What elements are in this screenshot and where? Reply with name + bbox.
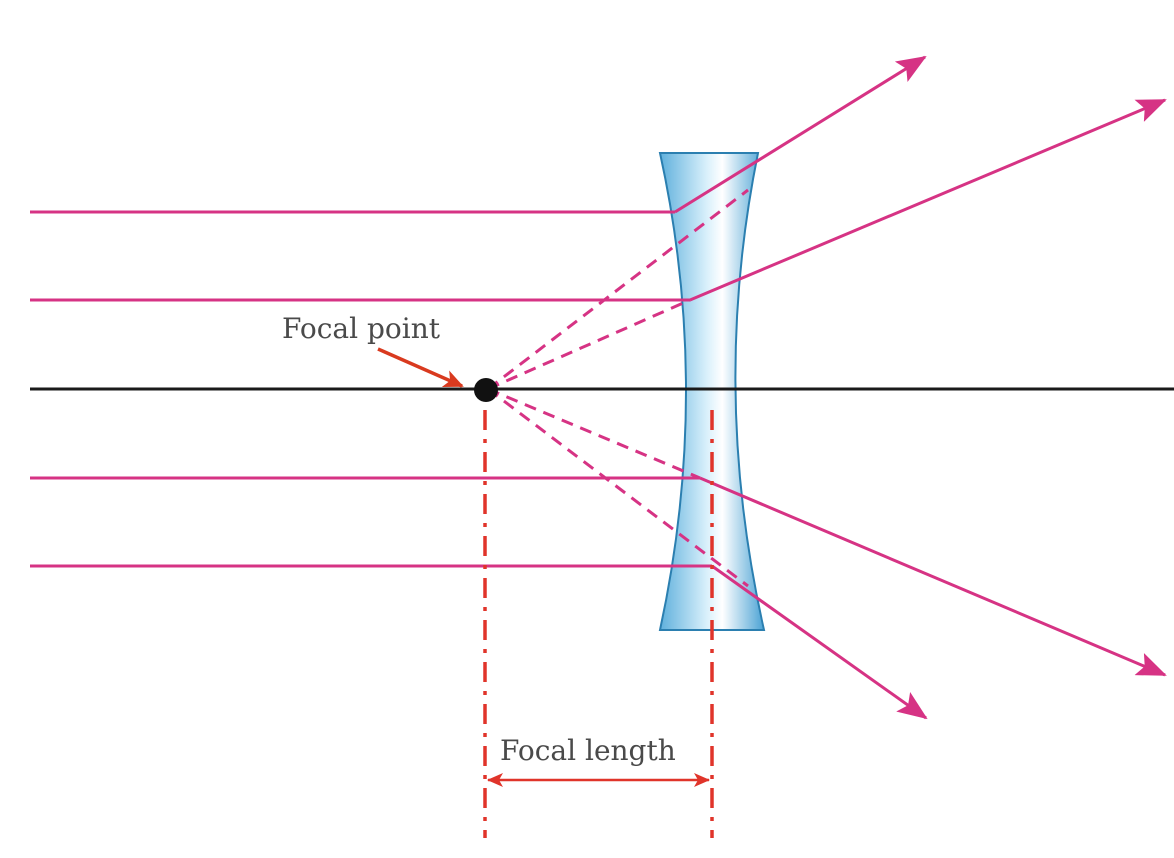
concave-lens xyxy=(658,152,766,631)
focal-guides xyxy=(483,410,714,838)
focal-point-pointer xyxy=(377,347,464,388)
virtual-ray-1 xyxy=(487,188,749,391)
focal-point-dot xyxy=(474,378,498,402)
refracted-ray-3 xyxy=(699,476,1167,677)
focal-point-label: Focal point xyxy=(282,312,441,345)
refracted-ray-4 xyxy=(711,564,928,720)
virtual-ray-2 xyxy=(487,298,691,391)
refracted-ray-2 xyxy=(689,98,1167,302)
incoming-rays xyxy=(30,210,712,568)
virtual-ray-3 xyxy=(487,387,701,480)
refracted-rays xyxy=(674,55,1167,720)
virtual-rays xyxy=(487,188,749,588)
refracted-ray-1 xyxy=(674,55,927,214)
focal-length-label: Focal length xyxy=(500,734,676,767)
virtual-ray-4 xyxy=(487,387,749,588)
